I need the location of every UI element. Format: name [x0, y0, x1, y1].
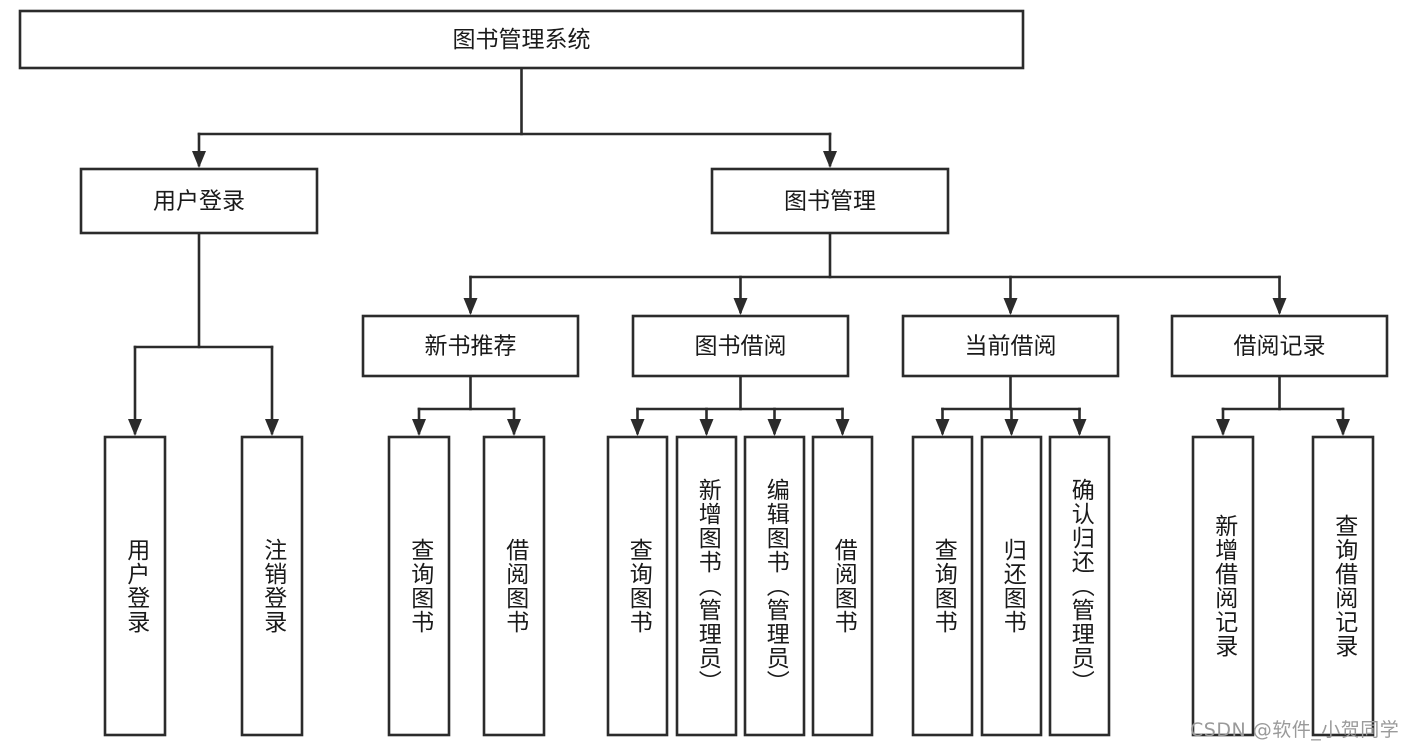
arrowhead-level3-0	[463, 298, 478, 315]
arrowhead-group-2-leaf-1	[1004, 419, 1019, 436]
node-label-level3-1: 图书借阅	[695, 334, 787, 360]
node-label-root: 图书管理系统	[453, 27, 591, 53]
leaf-box-1[interactable]	[240, 435, 304, 737]
leaf-box-9[interactable]	[980, 435, 1043, 737]
arrowhead-group-1-leaf-3	[835, 419, 850, 436]
arrowhead-group-3-leaf-1	[1336, 419, 1350, 436]
node-label-level3-3: 借阅记录	[1234, 334, 1326, 360]
node-label-level2-0: 用户登录	[153, 189, 245, 215]
leaf-box-8[interactable]	[911, 435, 974, 737]
leaf-box-12[interactable]	[1311, 435, 1375, 737]
arrowhead-userlogin-leaf-0	[128, 419, 142, 436]
node-label-level3-2: 当前借阅	[965, 334, 1057, 360]
arrowhead-level3-3	[1272, 298, 1287, 315]
arrowhead-level3-1	[733, 298, 748, 315]
arrowhead-group-2-leaf-0	[935, 419, 950, 436]
connector-layer	[128, 66, 1350, 436]
node-label-level2-1: 图书管理	[784, 189, 876, 215]
arrowhead-group-3-leaf-0	[1216, 419, 1230, 436]
arrowhead-group-0-leaf-1	[507, 419, 521, 436]
arrowhead-group-2-leaf-2	[1072, 419, 1087, 436]
leaf-box-0[interactable]	[103, 435, 167, 737]
leaf-box-6[interactable]	[743, 435, 806, 737]
node-box-level2-1[interactable]	[710, 167, 950, 235]
arrowhead-group-0-leaf-0	[412, 419, 426, 436]
leaf-box-4[interactable]	[606, 435, 669, 737]
node-box-level3-2[interactable]	[901, 314, 1120, 378]
node-box-root[interactable]	[18, 9, 1025, 70]
node-label-level3-0: 新书推荐	[425, 334, 517, 360]
arrowhead-level3-2	[1003, 298, 1018, 315]
arrowhead-level2-0	[192, 151, 206, 168]
csdn-watermark: CSDN @软件_小贺同学	[1190, 719, 1400, 741]
leaf-box-10[interactable]	[1048, 435, 1111, 737]
node-box-level3-1[interactable]	[631, 314, 850, 378]
leaf-box-5[interactable]	[675, 435, 738, 737]
leaf-box-11[interactable]	[1191, 435, 1255, 737]
arrowhead-userlogin-leaf-1	[265, 419, 279, 436]
node-box-level3-3[interactable]	[1170, 314, 1389, 378]
leaf-box-3[interactable]	[482, 435, 546, 737]
arrowhead-group-1-leaf-2	[767, 419, 782, 436]
node-box-layer	[18, 9, 1389, 737]
arrowhead-group-1-leaf-0	[630, 419, 645, 436]
node-box-level3-0[interactable]	[361, 314, 580, 378]
node-box-level2-0[interactable]	[79, 167, 319, 235]
arrowhead-level2-1	[823, 151, 837, 168]
arrowhead-group-1-leaf-1	[699, 419, 714, 436]
leaf-box-2[interactable]	[387, 435, 451, 737]
leaf-box-7[interactable]	[811, 435, 874, 737]
